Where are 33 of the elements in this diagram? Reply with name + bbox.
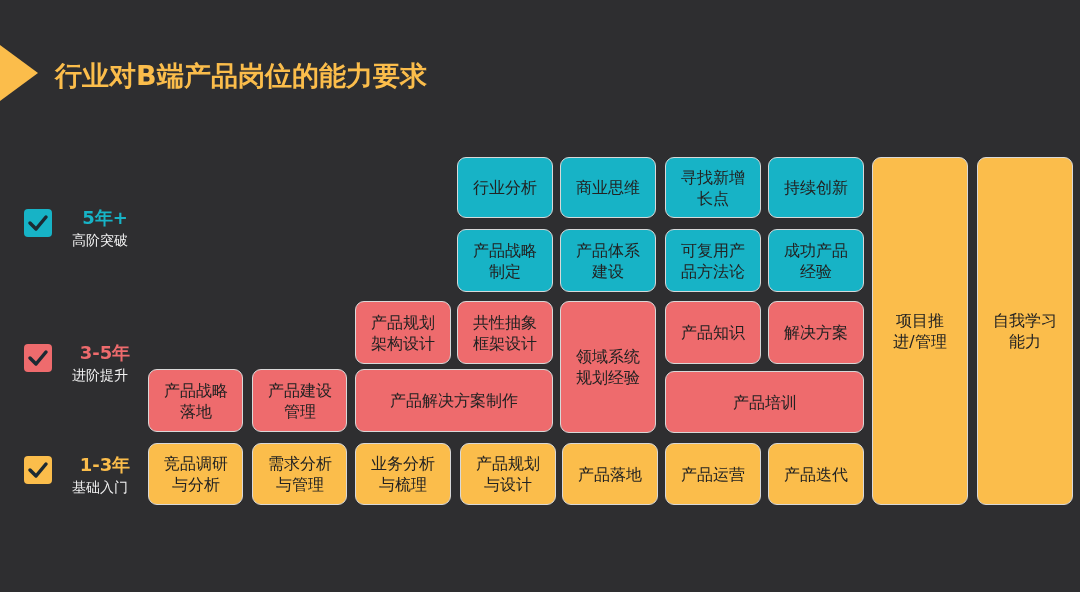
skill-box: 项目推进/管理 <box>872 157 968 505</box>
level-caption: 基础入门 <box>71 479 129 497</box>
skill-box: 自我学习能力 <box>977 157 1073 505</box>
level-label: 1-3年 <box>78 453 132 477</box>
skill-box: 持续创新 <box>768 157 864 218</box>
skill-box: 产品迭代 <box>768 443 864 505</box>
skill-box: 产品运营 <box>665 443 761 505</box>
skill-box: 产品体系建设 <box>560 229 656 292</box>
skill-box: 领域系统规划经验 <box>560 301 656 433</box>
skill-box: 产品培训 <box>665 371 864 433</box>
skill-box: 产品规划与设计 <box>460 443 556 505</box>
skill-box: 成功产品经验 <box>768 229 864 292</box>
skill-box: 可复用产品方法论 <box>665 229 761 292</box>
level-label: 5年+ <box>81 206 129 230</box>
level-caption: 高阶突破 <box>71 232 129 250</box>
skill-box: 商业思维 <box>560 157 656 218</box>
skill-box: 业务分析与梳理 <box>355 443 451 505</box>
skill-box: 产品知识 <box>665 301 761 364</box>
skill-box: 寻找新增长点 <box>665 157 761 218</box>
skill-box: 竞品调研与分析 <box>148 443 243 505</box>
skill-box: 产品建设管理 <box>252 369 347 432</box>
title: 行业对B端产品岗位的能力要求 <box>55 59 427 93</box>
level-caption: 进阶提升 <box>71 367 129 385</box>
skill-box: 解决方案 <box>768 301 864 364</box>
skill-box: 产品落地 <box>562 443 658 505</box>
skill-box: 产品战略制定 <box>457 229 553 292</box>
level-label: 3-5年 <box>78 341 132 365</box>
skill-box: 行业分析 <box>457 157 553 218</box>
skill-box: 共性抽象框架设计 <box>457 301 553 364</box>
skill-box: 需求分析与管理 <box>252 443 347 505</box>
skill-box: 产品战略落地 <box>148 369 243 432</box>
skill-box: 产品解决方案制作 <box>355 369 553 432</box>
skill-box: 产品规划架构设计 <box>355 301 451 364</box>
